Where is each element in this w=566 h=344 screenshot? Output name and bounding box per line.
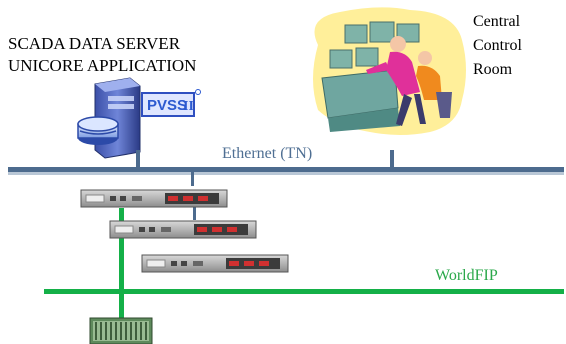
- io-crate-icon: [89, 317, 153, 344]
- worldfip-label: WorldFIP: [435, 267, 498, 284]
- database-disk-icon: [77, 116, 119, 145]
- server-ethernet-drop: [136, 150, 140, 168]
- server-title-line2: UNICORE APPLICATION: [8, 56, 197, 75]
- ethernet-label: Ethernet (TN): [222, 145, 313, 162]
- control-room-label-line3: Room: [473, 61, 513, 78]
- crate-worldfip-drop: [119, 294, 124, 318]
- worldfip-bus: [44, 208, 564, 318]
- control-room-ethernet-drop: [390, 150, 394, 168]
- ethernet-bus: [8, 150, 564, 220]
- control-room-label-line2: Control: [473, 37, 522, 54]
- control-room-illustration: [313, 7, 466, 135]
- pvss-logo: PVSS II: [141, 89, 201, 117]
- control-room-label-line1: Central: [473, 13, 521, 30]
- rack-unit-3: [141, 254, 289, 273]
- rack-unit-1: [80, 189, 228, 208]
- pvss-logo-text: PVSS: [147, 97, 187, 114]
- rack-unit-2: [109, 220, 257, 239]
- plc2-ethernet-drop: [193, 204, 196, 220]
- plc1-ethernet-drop: [191, 172, 194, 186]
- plc1-worldfip-drop: [119, 208, 124, 290]
- server-title-line1: SCADA DATA SERVER: [8, 34, 181, 53]
- pvss-logo-suffix: II: [183, 99, 194, 114]
